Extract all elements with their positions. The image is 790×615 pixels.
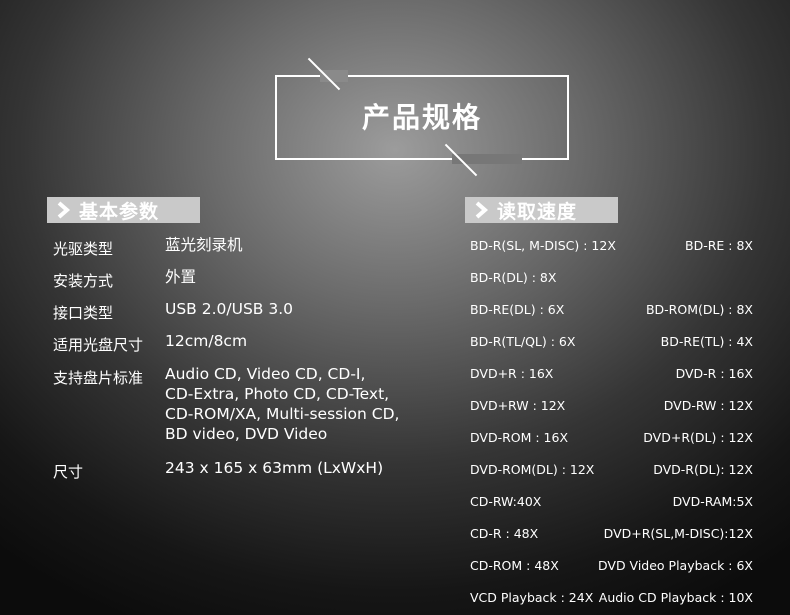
speed-entry: BD-R(SL, M-DISC) : 12X: [470, 238, 616, 253]
speed-entry: DVD+R(DL) : 12X: [643, 430, 753, 445]
speed-entry: DVD+R(SL,M-DISC):12X: [603, 526, 753, 541]
spec-value-line: USB 2.0/USB 3.0: [165, 300, 294, 318]
spec-value-line: 蓝光刻录机: [165, 236, 243, 254]
page-title: 产品规格: [361, 101, 482, 134]
speed-entry: CD-RW:40X: [470, 494, 542, 509]
speed-entry: BD-RE(DL) : 6X: [470, 302, 565, 317]
spec-value: 12cm/8cm: [165, 331, 247, 351]
spec-label: 光驱类型: [53, 240, 114, 258]
speed-entry: BD-R(DL) : 8X: [470, 270, 557, 285]
speed-entry: DVD-ROM : 16X: [470, 430, 569, 445]
speed-entry: DVD+RW : 12X: [470, 398, 566, 413]
spec-label: 安装方式: [53, 272, 114, 290]
speed-entry: DVD-RW : 12X: [663, 398, 753, 413]
spec-label: 支持盘片标准: [53, 369, 144, 387]
speed-entry: BD-RE : 8X: [685, 238, 753, 253]
spec-value-line: BD video, DVD Video: [165, 425, 328, 443]
spec-value-line: 12cm/8cm: [165, 332, 248, 350]
basic-params-header: 基本参数: [47, 197, 200, 223]
spec-value-line: CD-Extra, Photo CD, CD-Text,: [165, 385, 390, 403]
speed-entry: CD-R : 48X: [470, 526, 539, 541]
speed-entry: BD-R(TL/QL) : 6X: [470, 334, 576, 349]
speed-entry: DVD-ROM(DL) : 12X: [470, 462, 595, 477]
spec-value-line: CD-ROM/XA, Multi-session CD,: [165, 405, 400, 423]
read-speed-label: 读取速度: [497, 200, 578, 223]
speed-entry: DVD+R : 16X: [470, 366, 554, 381]
spec-value: 243 x 165 x 63mm (LxWxH): [165, 458, 383, 478]
frame-gap-bottom: [452, 154, 522, 164]
title-frame: [275, 75, 569, 160]
chevron-right-icon: [57, 201, 71, 219]
spec-value-line: 外置: [165, 268, 197, 286]
spec-value: USB 2.0/USB 3.0: [165, 299, 293, 319]
chevron-right-icon: [475, 201, 489, 219]
speed-entry: BD-RE(TL) : 4X: [660, 334, 753, 349]
spec-label: 尺寸: [53, 463, 84, 481]
speed-entry: VCD Playback : 24X: [470, 590, 594, 605]
speed-entry: DVD Video Playback : 6X: [598, 558, 753, 573]
speed-entry: Audio CD Playback : 10X: [598, 590, 753, 605]
speed-entry: DVD-R(DL): 12X: [653, 462, 753, 477]
speed-entry: DVD-RAM:5X: [672, 494, 753, 509]
spec-value-line: 243 x 165 x 63mm (LxWxH): [165, 459, 384, 477]
spec-value: 蓝光刻录机: [165, 235, 243, 255]
basic-params-label: 基本参数: [79, 200, 160, 223]
speed-entry: BD-ROM(DL) : 8X: [645, 302, 753, 317]
read-speed-header: 读取速度: [465, 197, 618, 223]
spec-value: Audio CD, Video CD, CD-I, CD-Extra, Photo…: [165, 364, 399, 444]
spec-label: 适用光盘尺寸: [53, 336, 144, 354]
speed-entry: CD-ROM : 48X: [470, 558, 559, 573]
spec-label: 接口类型: [53, 304, 114, 322]
spec-value: 外置: [165, 267, 196, 287]
spec-value-line: Audio CD, Video CD, CD-I,: [165, 365, 366, 383]
speed-entry: DVD-R : 16X: [675, 366, 753, 381]
